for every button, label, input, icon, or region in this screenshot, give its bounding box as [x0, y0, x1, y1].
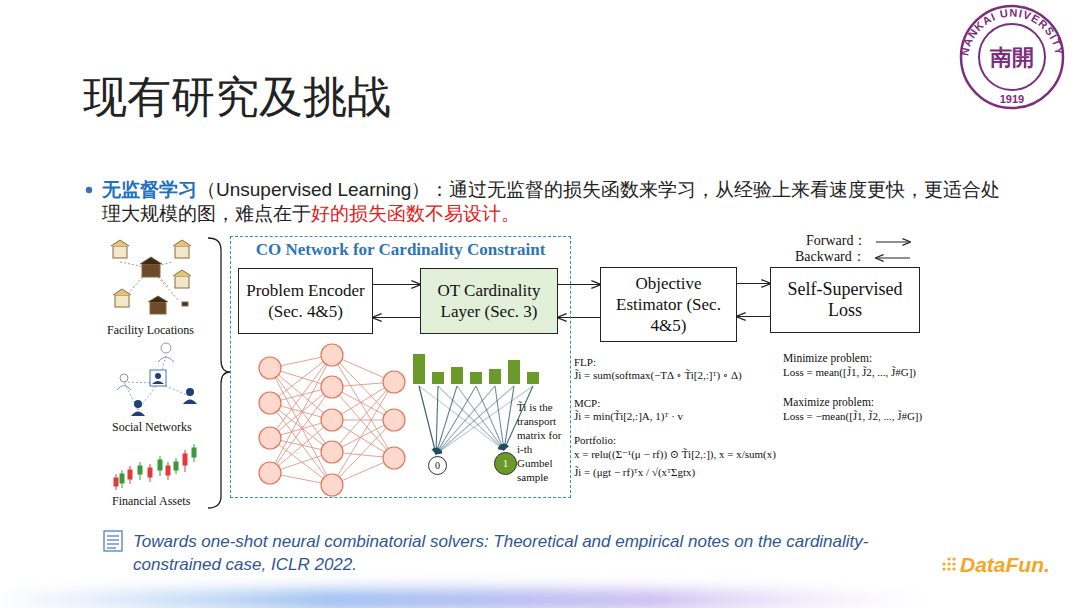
- histogram-bar: [527, 372, 539, 384]
- histogram-bar: [432, 372, 444, 384]
- formula: J̃i = min(T̃i[2,:]A, 1)ᵀ · v: [574, 410, 683, 423]
- formula: J̃i = (μgt − rf)ᵀx / √(xᵀΣgtx): [574, 466, 695, 479]
- histogram-bar: [451, 367, 463, 384]
- node-text: Problem Encoder (Sec. 4&5): [243, 280, 368, 322]
- nn-neuron: [383, 371, 405, 393]
- highlight-text: 好的损失函数不易设计。: [311, 203, 520, 224]
- logo-inner-ring: [979, 24, 1045, 90]
- nn-neuron: [259, 427, 281, 449]
- flow-arrow: [558, 317, 600, 318]
- icon-caption: Facility Locations: [107, 323, 194, 337]
- formula-heading: Maximize problem:: [783, 396, 874, 410]
- datafun-dot: [952, 562, 955, 565]
- formula: Loss = mean([J̃1, J̃2, ..., J̃#G]): [783, 366, 916, 379]
- process-box: Objective Estimator (Sec. 4&5): [600, 267, 737, 342]
- formula: x = relu((Σ⁻¹(μ − rf)) ⊙ T̃i[2,:]), x = …: [574, 448, 776, 461]
- icon-caption: Social Networks: [112, 420, 192, 434]
- forward-arrow: [876, 241, 910, 242]
- nn-neuron: [321, 376, 343, 398]
- datafun-dots: [942, 557, 955, 570]
- slide-title: 现有研究及挑战: [83, 70, 391, 124]
- histogram-bar: [413, 354, 425, 384]
- histogram-bar: [470, 372, 482, 384]
- nn-neuron: [383, 409, 405, 431]
- icon-caption: Financial Assets: [112, 494, 190, 508]
- node-text: 0: [435, 460, 440, 471]
- facility-icons: [111, 240, 191, 314]
- formula-heading: Minimize problem:: [783, 352, 872, 366]
- brace: [208, 238, 230, 508]
- backward-arrow: [876, 257, 910, 258]
- logo-year: 1919: [1000, 93, 1024, 105]
- transport-line: [436, 386, 495, 454]
- histogram-bar: [489, 369, 501, 384]
- transport-line: [436, 386, 476, 454]
- node-text: Self-Supervised Loss: [775, 279, 915, 321]
- body-text: （Unsupervised Learning）：通过无监督的损失函数来学习，从经…: [102, 179, 1000, 224]
- datafun-dot: [942, 562, 945, 565]
- nn-link: [332, 355, 394, 458]
- nn-neuron: [321, 409, 343, 431]
- nn-neuron: [259, 357, 281, 379]
- histogram-bar: [508, 360, 520, 384]
- node-text: OT Cardinality Layer (Sec. 3): [425, 280, 553, 322]
- formula: Loss = −mean([J̃1, J̃2, ..., J̃#G]): [783, 410, 922, 423]
- process-box: Problem Encoder (Sec. 4&5): [238, 268, 373, 334]
- legend-text: Forward：: [806, 233, 867, 250]
- node-circle: 0: [428, 456, 447, 475]
- flow-arrow: [737, 283, 770, 284]
- bottom-band: [0, 590, 940, 608]
- flow-arrow: [558, 284, 600, 285]
- transport-line: [504, 386, 514, 450]
- note-text: T̃i is the transport matrix for i-th Gum…: [517, 400, 569, 484]
- citation: Towards one-shot neural combinatorial so…: [133, 530, 948, 576]
- nn-neuron: [383, 447, 405, 469]
- keyword: 无监督学习: [102, 179, 197, 200]
- flow-arrow: [737, 316, 770, 317]
- transport-line: [457, 386, 504, 450]
- transport-line: [419, 386, 504, 450]
- node-text: 1: [503, 458, 508, 469]
- group-frame: CO Network for Cardinality ConstraintPro…: [230, 236, 571, 498]
- logo-emblem: 南開: [989, 45, 1034, 70]
- bullet-paragraph: 无监督学习（Unsupervised Learning）：通过无监督的损失函数来…: [102, 178, 1007, 226]
- node-circle: 1: [494, 452, 517, 475]
- datafun-dot: [947, 567, 950, 570]
- flow-arrow: [373, 284, 420, 285]
- group-title: CO Network for Cardinality Constraint: [254, 240, 548, 260]
- flow-arrow: [373, 317, 420, 318]
- formula-heading: MCP:: [574, 397, 600, 410]
- nn-neuron: [321, 344, 343, 366]
- process-box: Self-Supervised Loss: [770, 267, 920, 333]
- transport-line: [436, 386, 457, 454]
- datafun-dot: [942, 567, 945, 570]
- datafun-dot: [947, 557, 950, 560]
- social-icons: [117, 343, 197, 416]
- datafun-dot: [947, 562, 950, 565]
- nn-link: [332, 382, 394, 485]
- neural-network: [259, 344, 405, 496]
- candlestick-chart: [114, 444, 196, 490]
- transport-line: [436, 386, 438, 454]
- brand-logo: DataFun.: [960, 552, 1050, 577]
- node-text: Objective Estimator (Sec. 4&5): [605, 273, 732, 336]
- document-icon: [104, 531, 122, 551]
- bullet-dot: [86, 187, 92, 193]
- transport-line: [476, 386, 504, 450]
- legend-text: Backward：: [795, 249, 866, 266]
- process-box: OT Cardinality Layer (Sec. 3): [420, 268, 558, 334]
- nn-neuron: [259, 392, 281, 414]
- nn-neuron: [259, 462, 281, 484]
- formula: J̃i = sum(softmax(−TΔ ∘ T̃i[2,:]ᵀ) ∘ Δ): [574, 369, 742, 382]
- transport-line: [436, 386, 514, 454]
- datafun-dot: [952, 567, 955, 570]
- formula-heading: FLP:: [574, 356, 596, 369]
- nn-neuron: [321, 474, 343, 496]
- datafun-dot: [952, 557, 955, 560]
- nn-neuron: [321, 441, 343, 463]
- formula-heading: Portfolio:: [574, 434, 616, 447]
